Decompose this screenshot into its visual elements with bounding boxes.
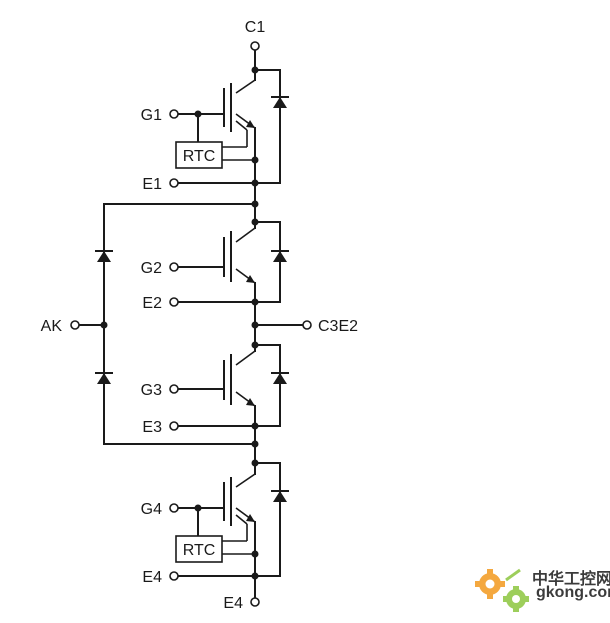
terminal-g2 (169, 262, 179, 272)
label-g4: G4 (141, 501, 162, 518)
igbt-3 (177, 344, 256, 427)
label-e4-left: E4 (142, 569, 162, 586)
gear-small-icon (503, 586, 529, 612)
label-e4-bottom: E4 (223, 595, 243, 612)
ak-diode-upper (95, 250, 113, 262)
label-e3: E3 (142, 419, 162, 436)
diode-2 (271, 250, 289, 262)
ak-diode-lower (95, 372, 113, 384)
terminal-g3 (169, 384, 179, 394)
label-e1: E1 (142, 176, 162, 193)
terminal-g1 (169, 109, 179, 119)
label-c1: C1 (245, 19, 266, 36)
watermark-url: gkong.com (536, 584, 610, 601)
watermark-logo: 中华工控网 gkong.com (475, 568, 610, 612)
terminals (70, 41, 312, 607)
terminal-e3 (169, 421, 179, 431)
diode-1 (271, 96, 289, 108)
diode-3 (271, 372, 289, 384)
rtc-top-label: RTC (183, 148, 216, 165)
label-e2: E2 (142, 295, 162, 312)
label-g1: G1 (141, 107, 162, 124)
terminal-e2 (169, 297, 179, 307)
terminal-c1 (250, 41, 260, 51)
rtc-bottom-label: RTC (183, 542, 216, 559)
terminal-e4-left (169, 571, 179, 581)
gear-icon (475, 569, 505, 599)
igbt-2 (177, 221, 256, 303)
terminal-c3e2 (302, 320, 312, 330)
rtc-block-top: RTC (175, 113, 255, 169)
label-c3e2: C3E2 (318, 318, 358, 335)
watermark-title: 中华工控网 (532, 569, 610, 588)
terminal-g4 (169, 503, 179, 513)
rtc-block-bottom: RTC (175, 507, 255, 563)
diode-4 (271, 490, 289, 502)
main-wiring (103, 49, 304, 599)
junction-dots (100, 66, 259, 580)
terminal-labels: C1 G1 E1 G2 E2 AK C3E2 G3 E3 G4 E4 E4 (41, 19, 358, 612)
label-g3: G3 (141, 382, 162, 399)
label-g2: G2 (141, 260, 162, 277)
label-ak: AK (41, 318, 63, 335)
terminal-e4-bottom (250, 597, 260, 607)
terminal-e1 (169, 178, 179, 188)
terminal-ak (70, 320, 80, 330)
